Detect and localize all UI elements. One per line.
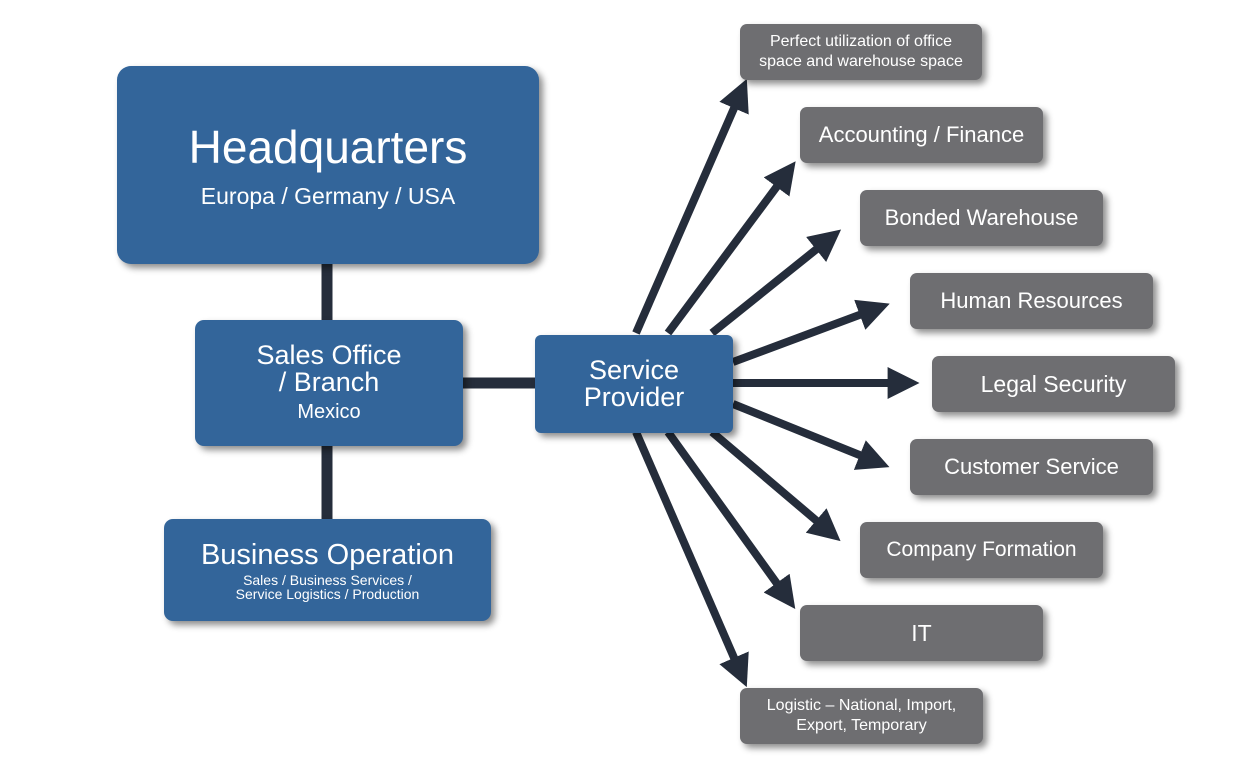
service-arrows bbox=[632, 78, 920, 688]
service-label: Export, Temporary bbox=[796, 717, 927, 734]
sales-office-location: Mexico bbox=[297, 401, 361, 423]
service-box-legal-security: Legal Security bbox=[932, 356, 1175, 412]
service-arrow-4 bbox=[731, 299, 890, 366]
business-operation-line1: Sales / Business Services / bbox=[243, 572, 412, 588]
service-arrow-3 bbox=[709, 229, 842, 337]
service-label: Perfect utilization of office bbox=[769, 33, 953, 50]
service-arrow-6 bbox=[731, 400, 890, 470]
headquarters-subtitle: Europa / Germany / USA bbox=[200, 182, 456, 209]
service-box-bonded-warehouse: Bonded Warehouse bbox=[860, 190, 1103, 246]
service-box-office-space: Perfect utilization of office space and … bbox=[740, 24, 982, 80]
service-provider-line2: Provider bbox=[583, 382, 685, 412]
service-label: IT bbox=[911, 619, 932, 646]
service-label: Customer Service bbox=[944, 454, 1119, 479]
service-label: Logistic – National, Import, bbox=[766, 697, 957, 714]
sales-office-line2: / Branch bbox=[278, 367, 380, 397]
service-provider-line1: Service bbox=[588, 355, 679, 385]
service-label: Legal Security bbox=[980, 370, 1127, 397]
service-arrow-2 bbox=[664, 161, 796, 336]
service-box-it: IT bbox=[800, 605, 1043, 661]
business-operation-line2: Service Logistics / Production bbox=[235, 586, 420, 602]
sales-office-title: Sales Office / Branch bbox=[256, 342, 401, 396]
service-provider-box: Service Provider bbox=[535, 335, 733, 433]
service-box-accounting: Accounting / Finance bbox=[800, 107, 1043, 163]
service-label: Company Formation bbox=[886, 538, 1077, 561]
service-box-logistic: Logistic – National, Import, Export, Tem… bbox=[740, 688, 983, 744]
service-box-company-formation: Company Formation bbox=[860, 522, 1103, 578]
service-label: space and warehouse space bbox=[759, 53, 963, 70]
service-provider-title: Service Provider bbox=[584, 357, 685, 411]
service-box-customer-service: Customer Service bbox=[910, 439, 1153, 495]
sales-office-box: Sales Office / Branch Mexico bbox=[195, 320, 463, 446]
service-arrow-1 bbox=[632, 78, 749, 335]
sales-office-line1: Sales Office bbox=[256, 340, 402, 370]
service-label: Bonded Warehouse bbox=[884, 205, 1079, 230]
service-box-human-resources: Human Resources bbox=[910, 273, 1153, 329]
service-arrow-9 bbox=[632, 430, 749, 688]
service-arrow-8 bbox=[664, 429, 796, 610]
business-operation-box: Business Operation Sales / Business Serv… bbox=[164, 519, 491, 621]
headquarters-box: Headquarters Europa / Germany / USA bbox=[117, 66, 539, 264]
service-arrow-7 bbox=[709, 428, 841, 542]
service-label: Human Resources bbox=[940, 288, 1123, 313]
business-operation-details: Sales / Business Services / Service Logi… bbox=[236, 573, 420, 601]
business-operation-title: Business Operation bbox=[200, 539, 455, 571]
service-label: Accounting / Finance bbox=[818, 122, 1025, 147]
headquarters-title: Headquarters bbox=[188, 120, 468, 173]
